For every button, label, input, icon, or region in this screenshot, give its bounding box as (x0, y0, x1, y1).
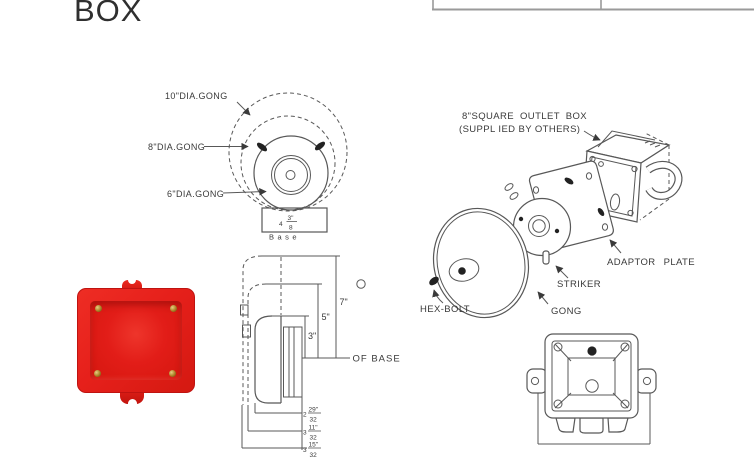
depth-dim-2: 3 11" 32 (303, 425, 321, 442)
base-outline (261, 207, 328, 233)
screw-bottom-right (169, 370, 176, 377)
base-dim-whole: 4 (279, 221, 283, 228)
f1-whole: 2 (303, 412, 307, 419)
conduit-loop (646, 162, 682, 199)
label-6-dia-gong: 6"DIA.GONG (167, 189, 224, 199)
page-title: BOX (74, 0, 143, 28)
mount-ear-left (526, 368, 548, 394)
exploded-view: 8"SQUARE OUTLET BOX (SUPPL IED BY OTHERS… (420, 111, 695, 319)
dim-3: 3" (308, 331, 316, 341)
red-box-photo (77, 279, 195, 405)
dim-7: 7" (340, 297, 348, 307)
red-box-bottom-tab (120, 391, 144, 405)
screw (504, 183, 514, 191)
gong-6-profile (254, 315, 281, 404)
gong-6-circle (253, 135, 329, 211)
f1-num: 29" (309, 407, 319, 414)
dim-5: 5" (322, 312, 330, 322)
base-label: Base (269, 233, 300, 242)
red-box-recess (90, 301, 182, 380)
f1-den: 32 (310, 417, 318, 424)
f3-den: 32 (310, 452, 318, 459)
of-base-label: OF BASE (353, 354, 401, 365)
outlet-box-label-2: (SUPPL IED BY OTHERS) (459, 124, 580, 135)
f3-whole: 3 (303, 447, 307, 454)
center-hole (585, 379, 599, 393)
gong-8-profile (247, 283, 267, 405)
depth-dim-1: 2 29" 32 (303, 407, 321, 424)
striker-mechanism (512, 197, 572, 265)
screw-top-left (95, 305, 102, 312)
gong-disc (432, 207, 530, 319)
mechanism-stack (283, 326, 303, 398)
gong-label: GONG (551, 306, 582, 317)
bell-dome (587, 346, 597, 356)
mount-ear-right (635, 368, 657, 394)
f2-whole: 3 (303, 430, 307, 437)
screw-bottom-left (94, 370, 101, 377)
label-10-dia-gong: 10"DIA.GONG (165, 91, 228, 101)
adaptor-plate-label: ADAPTOR PLATE (607, 257, 695, 268)
hex-bolt (429, 276, 439, 286)
screw (509, 192, 519, 200)
striker-label: STRIKER (557, 279, 601, 290)
depth-dim-3: 3 15" 32 (303, 442, 321, 459)
gong-10-circle (228, 92, 348, 212)
center-bolt (285, 170, 296, 180)
f2-num: 11" (309, 425, 319, 432)
f2-den: 32 (310, 435, 318, 442)
red-box-top-tab (122, 279, 142, 290)
base-dim-num: 3" (288, 215, 295, 222)
outlet-box-front-view (526, 333, 657, 445)
base-dim-den: 8 (289, 225, 293, 232)
gong-10-profile (242, 255, 263, 405)
hex-bolt-label: HEX-BOLT (420, 304, 470, 315)
label-8-dia-gong: 8"DIA.GONG (148, 142, 205, 152)
centerline-symbol (356, 279, 366, 289)
side-view-diagram: 7" 5" 3" OF BASE 2 29" 32 3 11" (240, 255, 401, 459)
screw-top-right (170, 305, 177, 312)
striker-pin (542, 250, 550, 265)
outlet-box-label-1: 8"SQUARE OUTLET BOX (462, 111, 587, 122)
f3-num: 15" (309, 442, 319, 449)
gong-top-view-diagram: 4 3" 8 Base 10"DIA.GONG 8"DIA.GONG 6"DIA… (148, 91, 348, 242)
table-fragment (432, 0, 754, 11)
